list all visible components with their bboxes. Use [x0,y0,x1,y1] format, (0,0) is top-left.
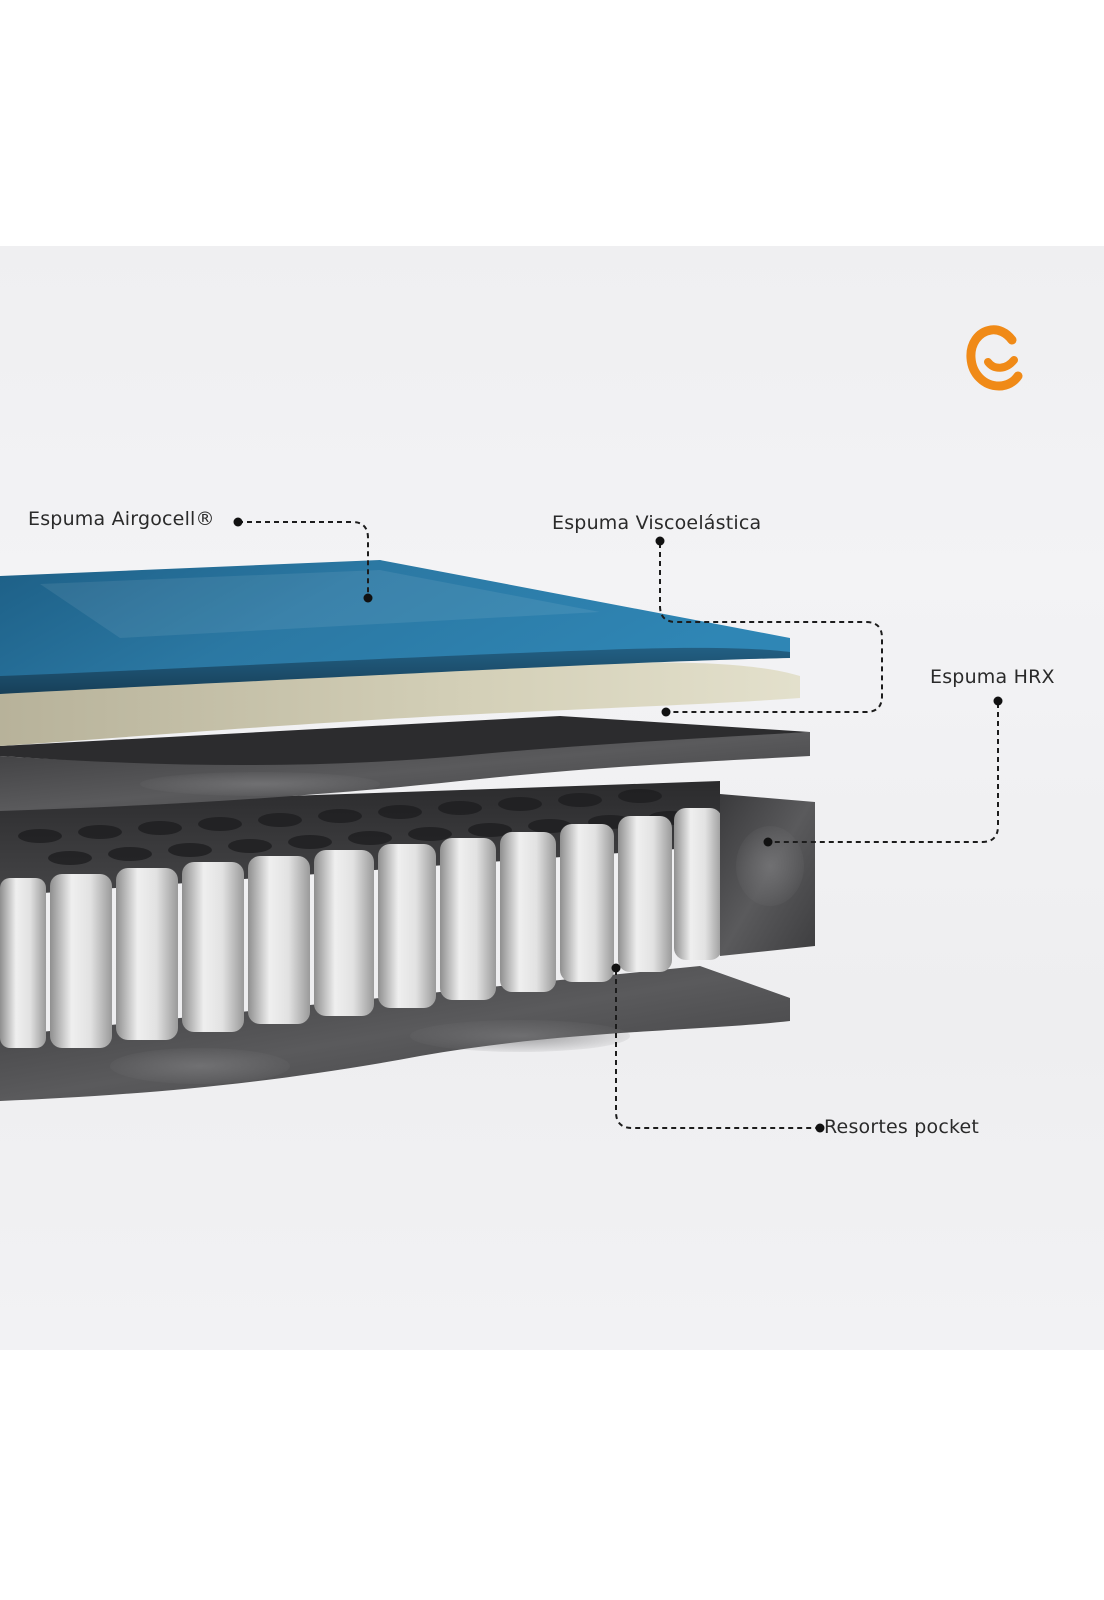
label-espuma-viscoelastica: Espuma Viscoelástica [552,512,762,534]
label-resortes-pocket: Resortes pocket [824,1116,980,1138]
label-espuma-airgocell: Espuma Airgocell® [28,508,215,530]
label-espuma-hrx: Espuma HRX [930,666,1055,688]
product-image: Espuma Airgocell® Espuma Viscoelástica E… [0,246,1104,1350]
mattress-layers-illustration [0,517,1003,1133]
brand-c-logo-icon [966,325,1023,391]
